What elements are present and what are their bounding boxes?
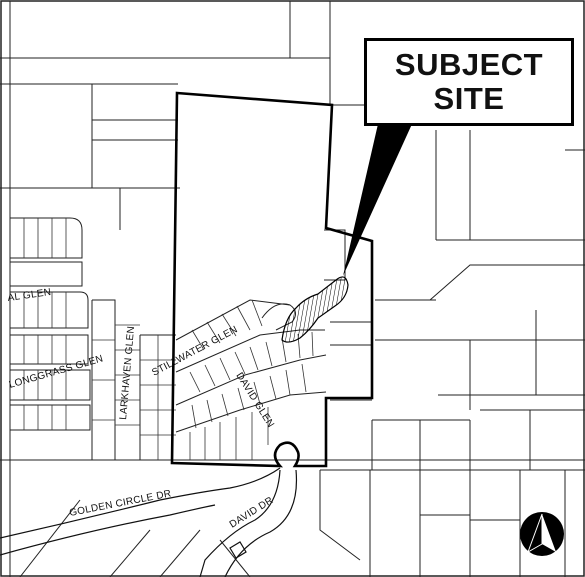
subject-site-area bbox=[281, 276, 349, 343]
street-label-stillwater-glen: STILLWATER GLEN bbox=[150, 324, 239, 379]
street-label-david-glen: DAVID GLEN bbox=[233, 371, 276, 430]
callout-line-2: SITE bbox=[433, 81, 505, 116]
subject-site-callout: SUBJECT SITE bbox=[364, 38, 574, 126]
street-label-david-dr: DAVID DR bbox=[228, 495, 276, 531]
callout-line-1: SUBJECT bbox=[394, 47, 544, 82]
left-subdivision-lots bbox=[10, 217, 176, 460]
street-label-golden-circle: GOLDEN CIRCLE DR bbox=[68, 488, 172, 519]
north-arrow-icon bbox=[520, 512, 564, 556]
subject-boundary bbox=[170, 91, 374, 468]
street-label-larkhaven-glen: LARKHAVEN GLEN bbox=[118, 326, 137, 421]
street-label-al-glen: AL GLEN bbox=[7, 287, 52, 304]
callout-pointer bbox=[343, 124, 412, 276]
site-lots bbox=[175, 299, 327, 460]
roads bbox=[0, 467, 298, 577]
